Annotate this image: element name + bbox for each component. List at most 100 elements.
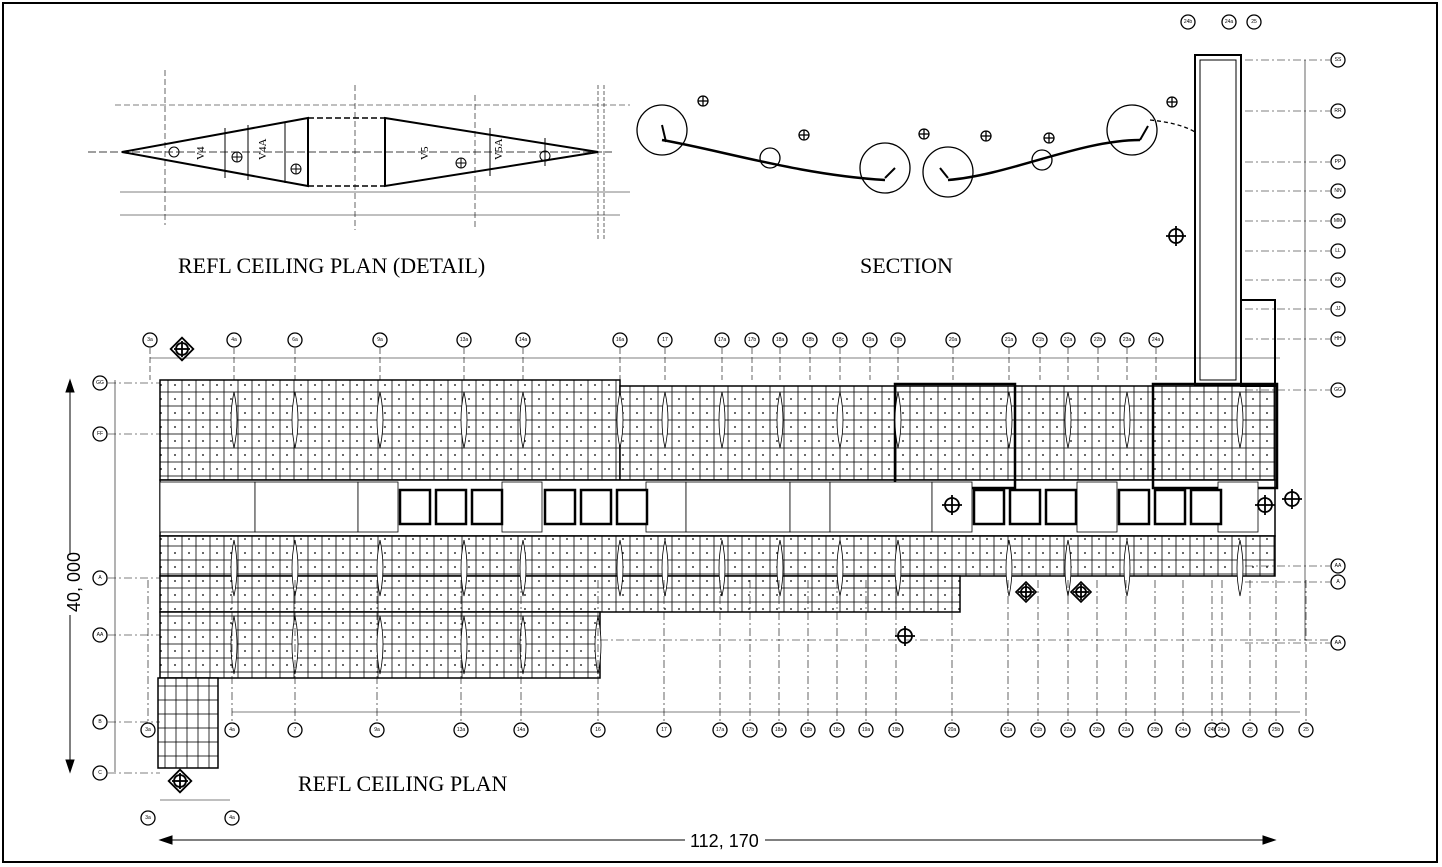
svg-text:22a: 22a bbox=[1064, 727, 1073, 733]
grid-bubble-left-5: C bbox=[92, 765, 108, 781]
grid-bubble-top-right-0: 24b bbox=[1180, 14, 1196, 30]
grid-bubble-right-1: RR bbox=[1330, 103, 1346, 119]
svg-text:24a: 24a bbox=[1152, 337, 1161, 343]
svg-text:3a: 3a bbox=[145, 727, 151, 733]
vent-upper-12 bbox=[1064, 391, 1072, 449]
vent-lower-14 bbox=[1236, 539, 1244, 597]
grid-bubble-bottom-22: 24a bbox=[1175, 722, 1191, 738]
grid-bubble-bottom-27: 25 bbox=[1298, 722, 1314, 738]
svg-text:4a: 4a bbox=[231, 337, 237, 343]
grid-bubble-top-right-2: 25 bbox=[1246, 14, 1262, 30]
grid-bubble-right-5: LL bbox=[1330, 243, 1346, 259]
light-fixture-10 bbox=[1153, 488, 1187, 526]
svg-text:A: A bbox=[1336, 579, 1340, 585]
svg-text:7: 7 bbox=[294, 727, 297, 733]
vent-bottom-4 bbox=[519, 615, 527, 675]
svg-text:4a: 4a bbox=[229, 727, 235, 733]
grid-bubble-right-3: NN bbox=[1330, 183, 1346, 199]
vent-upper-6 bbox=[661, 391, 669, 449]
svg-text:17: 17 bbox=[662, 337, 668, 343]
svg-text:FF: FF bbox=[97, 431, 103, 437]
svg-text:18b: 18b bbox=[804, 727, 813, 733]
grid-bubble-top-10: 18a bbox=[772, 332, 788, 348]
svg-text:6a: 6a bbox=[292, 337, 298, 343]
vent-upper-8 bbox=[776, 391, 784, 449]
grid-bubble-left-3: AA bbox=[92, 627, 108, 643]
light-fixture-4 bbox=[579, 488, 613, 526]
svg-text:24a: 24a bbox=[1179, 727, 1188, 733]
vent-lower-5 bbox=[616, 539, 624, 597]
grid-bubble-top-15: 20a bbox=[945, 332, 961, 348]
vent-lower-10 bbox=[894, 539, 902, 597]
grid-bubble-bottom-extra-1: 4a bbox=[224, 810, 240, 826]
strip-panel-0 bbox=[159, 481, 256, 533]
svg-text:13a: 13a bbox=[457, 727, 466, 733]
svg-text:A: A bbox=[98, 575, 102, 581]
svg-text:HH: HH bbox=[1334, 336, 1342, 342]
svg-text:14a: 14a bbox=[519, 337, 528, 343]
svg-text:16a: 16a bbox=[616, 337, 625, 343]
light-fixture-5 bbox=[615, 488, 649, 526]
svg-text:24b: 24b bbox=[1184, 19, 1193, 25]
grid-bubble-bottom-13: 19a bbox=[858, 722, 874, 738]
svg-text:23b: 23b bbox=[1151, 727, 1160, 733]
grid-bubble-top-19: 22b bbox=[1090, 332, 1106, 348]
grid-bubble-bottom-18: 22a bbox=[1060, 722, 1076, 738]
svg-text:22a: 22a bbox=[1064, 337, 1073, 343]
strip-panel-9 bbox=[1076, 481, 1118, 533]
svg-text:25b: 25b bbox=[1272, 727, 1281, 733]
grid-bubble-right-8: HH bbox=[1330, 331, 1346, 347]
grid-bubble-right-4: MM bbox=[1330, 213, 1346, 229]
vent-bottom-0 bbox=[230, 615, 238, 675]
vent-upper-9 bbox=[836, 391, 844, 449]
grid-bubble-top-14: 19b bbox=[890, 332, 906, 348]
grid-bubble-right-0: SS bbox=[1330, 52, 1346, 68]
svg-text:18b: 18b bbox=[806, 337, 815, 343]
vent-upper-14 bbox=[1236, 391, 1244, 449]
plan-title: REFL CEILING PLAN bbox=[298, 771, 508, 796]
svg-text:KK: KK bbox=[1335, 277, 1342, 283]
grid-bubble-bottom-14: 19b bbox=[888, 722, 904, 738]
grid-bubble-top-11: 18b bbox=[802, 332, 818, 348]
grid-bubble-left-4: B bbox=[92, 714, 108, 730]
svg-text:25: 25 bbox=[1251, 19, 1257, 25]
svg-text:17b: 17b bbox=[746, 727, 755, 733]
grid-bubble-bottom-3: 9a bbox=[369, 722, 385, 738]
vent-lower-11 bbox=[1005, 539, 1013, 597]
grid-bubble-right-7: JJ bbox=[1330, 301, 1346, 317]
section-title: SECTION bbox=[860, 253, 953, 278]
svg-text:AA: AA bbox=[97, 632, 104, 638]
grid-bubble-top-7: 17 bbox=[657, 332, 673, 348]
grid-bubble-top-9: 17b bbox=[744, 332, 760, 348]
grid-bubble-top-1: 4a bbox=[226, 332, 242, 348]
grid-bubble-top-right-1: 24a bbox=[1221, 14, 1237, 30]
svg-text:JJ: JJ bbox=[1336, 306, 1342, 312]
grid-bubble-bottom-2: 7 bbox=[287, 722, 303, 738]
grid-bubble-bottom-20: 23a bbox=[1118, 722, 1134, 738]
vent-lower-3 bbox=[460, 539, 468, 597]
vent-upper-10 bbox=[894, 391, 902, 449]
section-view bbox=[636, 95, 1196, 198]
grid-bubble-bottom-6: 16 bbox=[590, 722, 606, 738]
vent-upper-4 bbox=[519, 391, 527, 449]
detail-label-v4a: V4A bbox=[257, 139, 269, 160]
svg-text:18a: 18a bbox=[776, 337, 785, 343]
svg-text:C: C bbox=[98, 770, 102, 776]
svg-text:LL: LL bbox=[1335, 248, 1341, 254]
svg-text:25: 25 bbox=[1303, 727, 1309, 733]
light-symbols bbox=[167, 226, 1302, 794]
detail-label-v5a: V5A bbox=[493, 139, 505, 160]
svg-text:9a: 9a bbox=[377, 337, 383, 343]
grid-bubble-top-12: 18c bbox=[832, 332, 848, 348]
svg-text:21b: 21b bbox=[1034, 727, 1043, 733]
grid-bubble-bottom-15: 20a bbox=[944, 722, 960, 738]
grid-bubble-top-5: 14a bbox=[515, 332, 531, 348]
grid-bubble-bottom-5: 14a bbox=[513, 722, 529, 738]
vent-upper-11 bbox=[1005, 391, 1013, 449]
diffuser-vents bbox=[230, 391, 1244, 675]
detail-label-v4: V4 bbox=[195, 146, 207, 160]
light-fixture-9 bbox=[1117, 488, 1151, 526]
strip-panel-5 bbox=[685, 481, 791, 533]
strip-panel-4 bbox=[645, 481, 687, 533]
